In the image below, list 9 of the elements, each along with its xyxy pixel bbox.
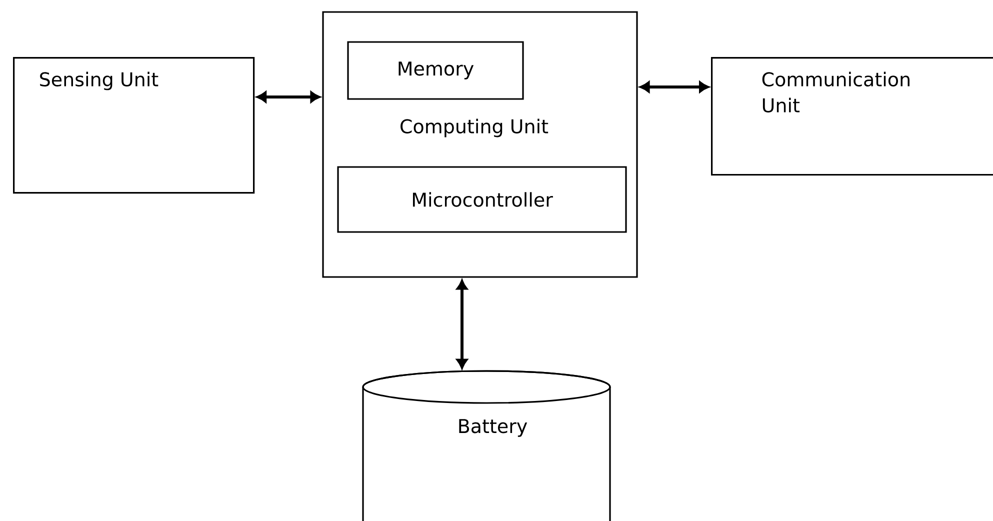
component-box: Memory bbox=[347, 41, 524, 100]
arrow bbox=[256, 92, 320, 102]
component-box: Microcontroller bbox=[337, 166, 627, 233]
arrow bbox=[640, 82, 709, 92]
unit-box: Sensing Unit bbox=[13, 57, 255, 194]
node-label: Battery bbox=[459, 419, 528, 437]
arrow bbox=[456, 280, 468, 369]
battery-cylinder: Battery bbox=[362, 370, 611, 521]
unit-box: Communication Unit bbox=[711, 57, 993, 176]
